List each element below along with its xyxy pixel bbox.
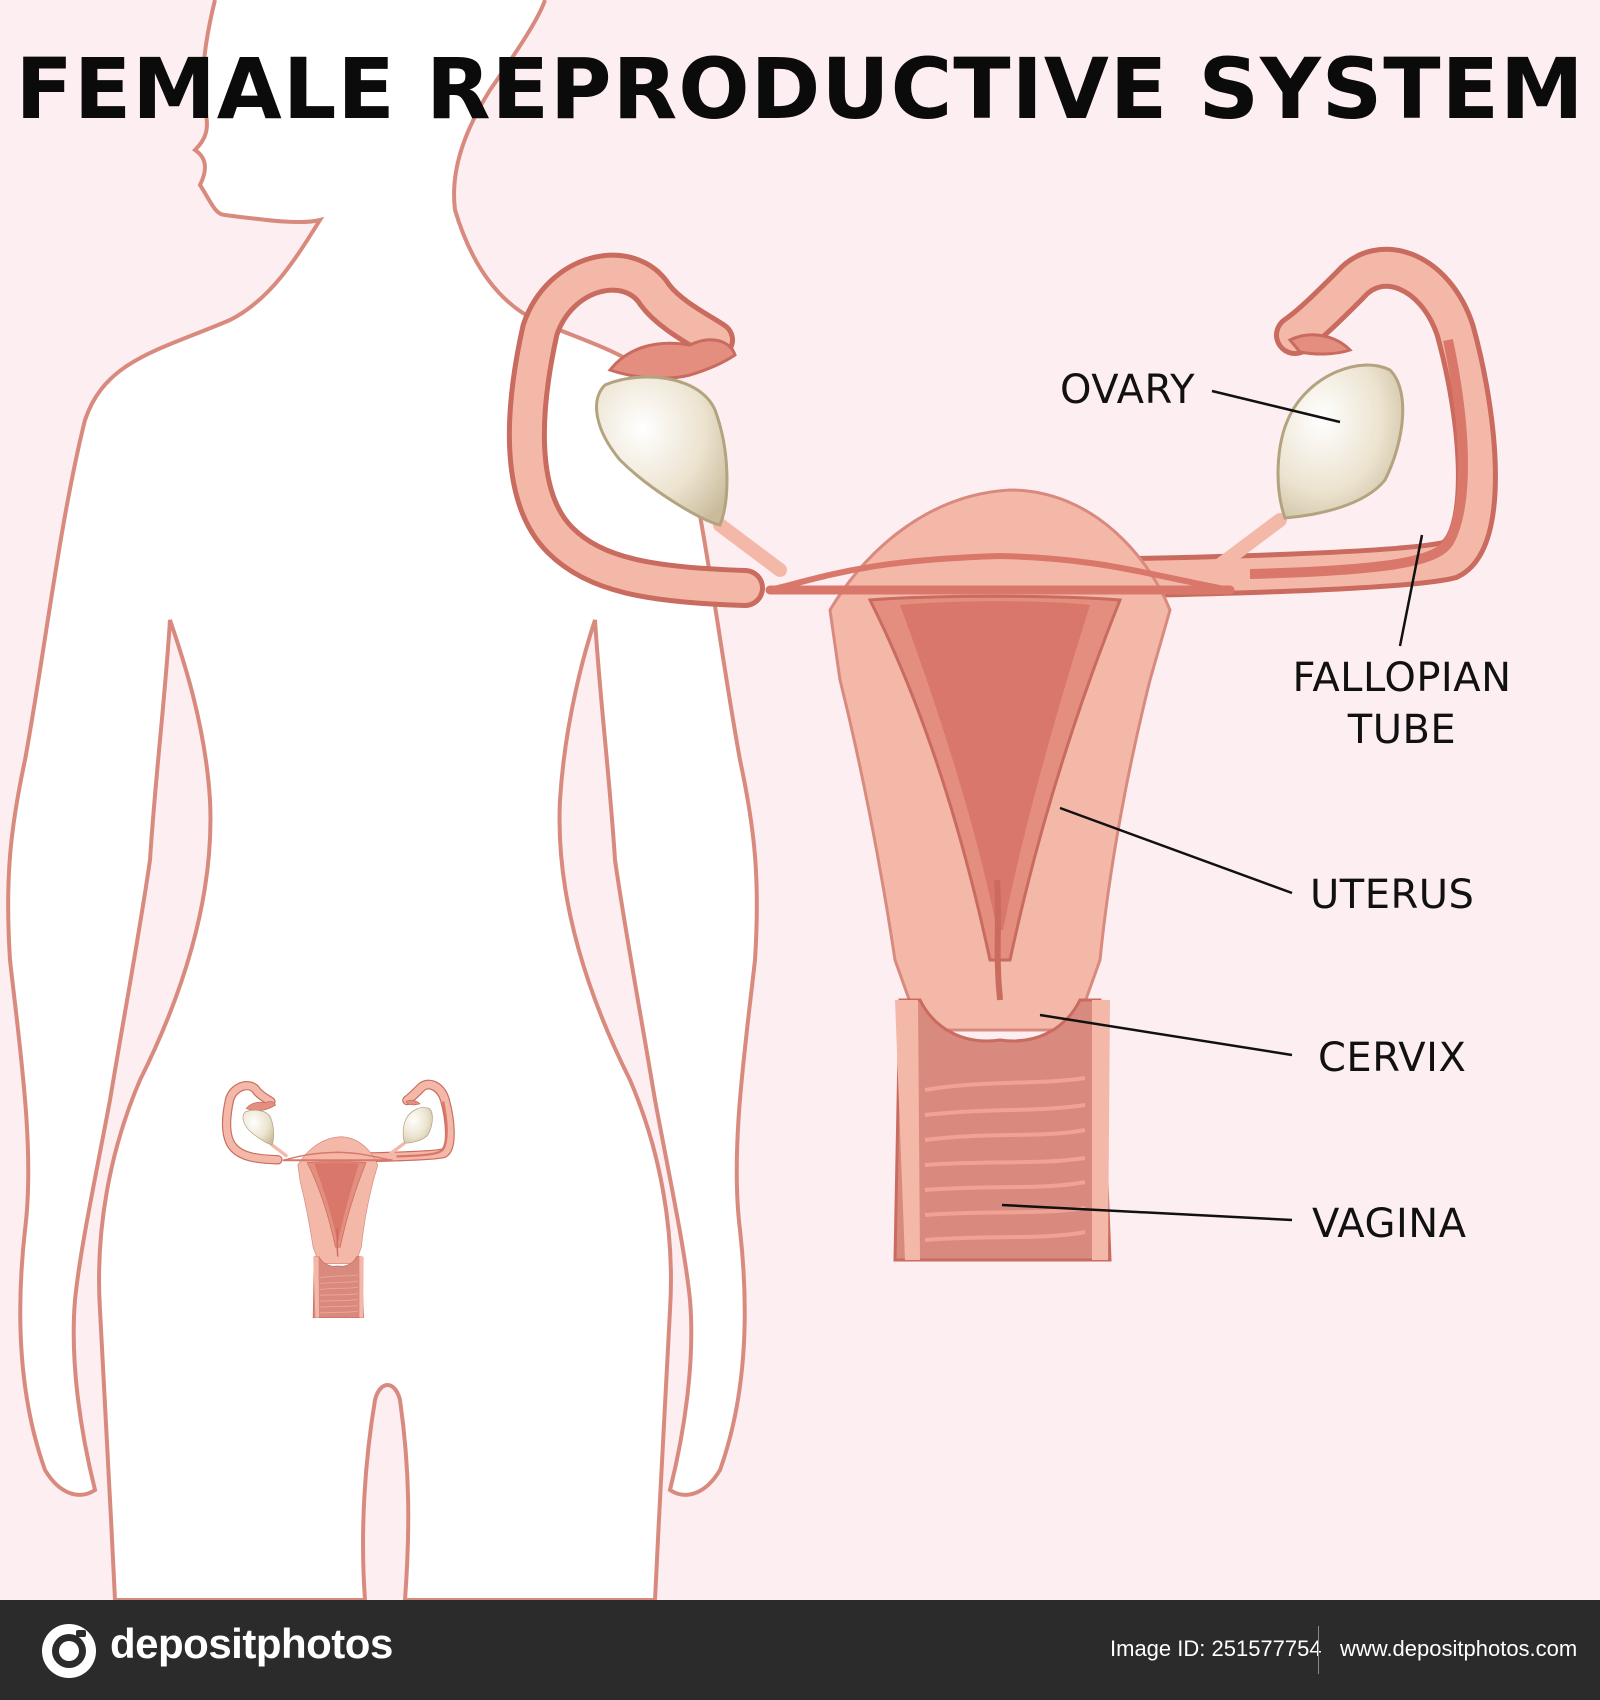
anatomy-illustration [6,0,1600,1600]
footer-brand: depositphotos [110,1620,393,1667]
label-cervix: CERVIX [1318,1035,1467,1081]
label-fallopian-tube: FALLOPIAN TUBE [1282,652,1522,756]
uterus-leader-line [1059,806,1293,895]
fallopian-tube-leader-line [1398,534,1424,647]
label-fallopian-tube-line1: FALLOPIAN [1292,655,1512,701]
label-uterus: UTERUS [1310,872,1475,918]
ovary-leader-line [1211,389,1341,424]
camera-logo-icon [42,1624,96,1678]
footer-bar: depositphotos Image ID: 251577754 www.de… [0,1600,1600,1700]
diagram-title: FEMALE REPRODUCTIVE SYSTEM [15,40,1585,138]
vagina-leader-line [1001,1203,1293,1222]
label-vagina: VAGINA [1312,1201,1467,1247]
footer-image-id: Image ID: 251577754 [1110,1636,1322,1661]
label-ovary: OVARY [1060,367,1196,413]
cervix-leader-line [1039,1013,1293,1057]
body-silhouette [6,0,759,1600]
footer-site-link[interactable]: www.depositphotos.com [1340,1636,1578,1661]
label-fallopian-tube-line2: TUBE [1347,707,1457,753]
footer-separator [1318,1626,1319,1674]
